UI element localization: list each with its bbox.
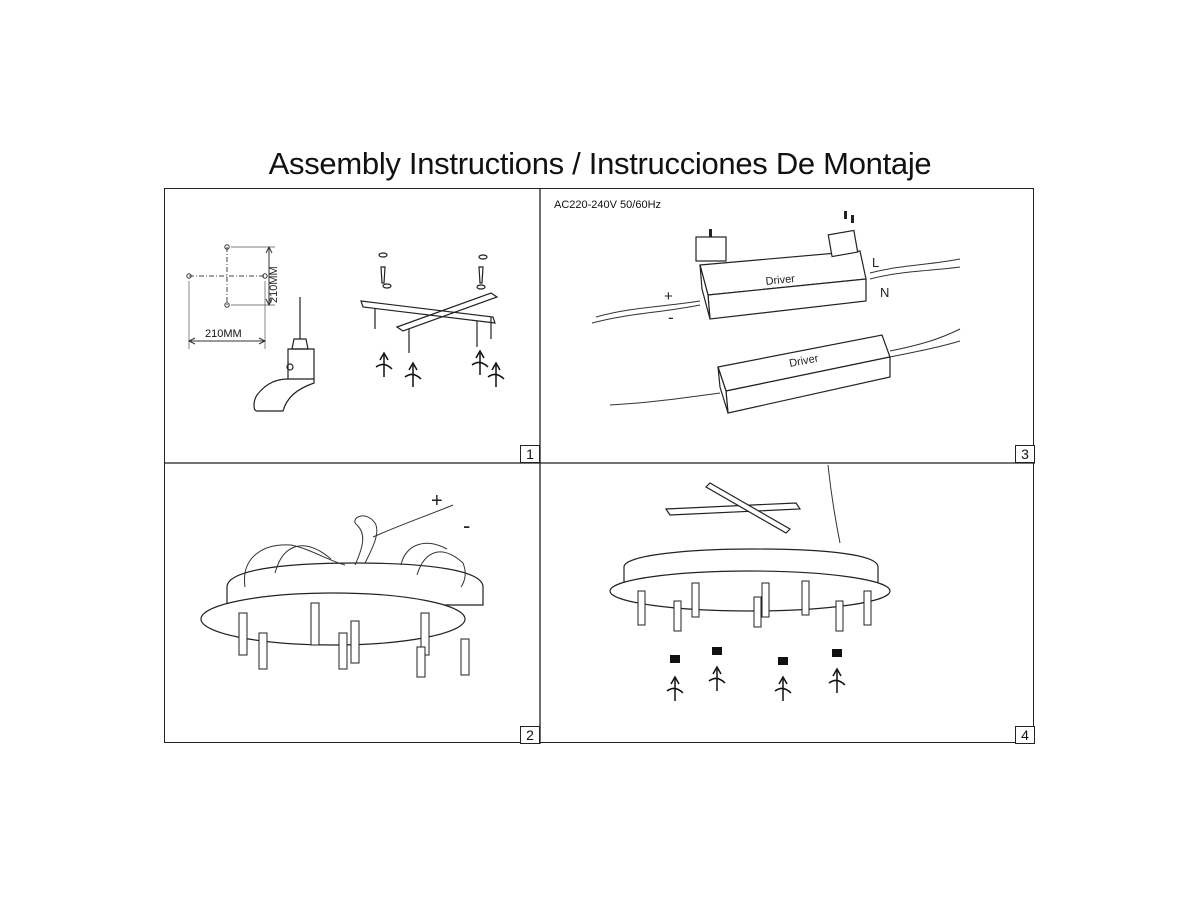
svg-text:L: L <box>872 255 879 270</box>
panel-dividers <box>165 189 1035 744</box>
drilling-diagram <box>186 244 505 412</box>
driver-assembled-icon <box>717 334 891 414</box>
canopy-wiring-diagram: + - <box>200 490 484 678</box>
cap-icon <box>670 647 842 665</box>
svg-text:-: - <box>668 308 674 327</box>
wires-icon <box>244 504 466 588</box>
spotlight-icon <box>238 602 470 678</box>
svg-text:N: N <box>880 285 889 300</box>
instruction-frame: 210MM 210MM 1 AC220-240V 50/60Hz Driver <box>164 188 1035 744</box>
step-number-2: 2 <box>520 726 540 744</box>
canopy-icon <box>609 548 891 612</box>
canopy-base-icon <box>200 562 484 646</box>
panel-step-3: AC220-240V 50/60Hz Driver + - L N <box>540 189 1035 463</box>
page-title: Assembly Instructions / Instrucciones De… <box>268 146 932 181</box>
driver-icon <box>695 229 867 320</box>
bracket-icon <box>664 482 802 534</box>
screw-icon <box>709 211 854 237</box>
mounting-bracket-icon <box>360 252 499 353</box>
svg-text:Driver: Driver <box>765 273 796 288</box>
panel-step-1: 210MM 210MM 1 <box>165 189 540 463</box>
spotlight-icon <box>637 580 872 632</box>
svg-text:210MM: 210MM <box>268 266 280 303</box>
dim-vertical-text: 210MM <box>268 266 280 303</box>
step-number-3: 3 <box>1015 445 1035 463</box>
svg-text:Driver: Driver <box>788 353 819 370</box>
voltage-label: AC220-240V 50/60Hz <box>554 199 662 211</box>
rotation-arrows-icon <box>666 665 846 701</box>
drill-icon <box>253 297 315 412</box>
dim-horizontal-label: 210MM <box>205 328 242 340</box>
step-number-4: 4 <box>1015 726 1035 744</box>
step-number-1: 1 <box>520 445 540 463</box>
driver-wiring-diagram: Driver + - L N Driver <box>591 211 961 414</box>
canopy-mounting-diagram <box>609 464 891 701</box>
svg-text:+: + <box>664 288 673 305</box>
svg-text:-: - <box>463 513 470 538</box>
panel-step-2: + - 2 <box>165 463 540 744</box>
rotation-arrows-icon <box>375 349 505 387</box>
svg-text:+: + <box>431 490 443 512</box>
panel-step-4: 4 <box>540 463 1035 744</box>
